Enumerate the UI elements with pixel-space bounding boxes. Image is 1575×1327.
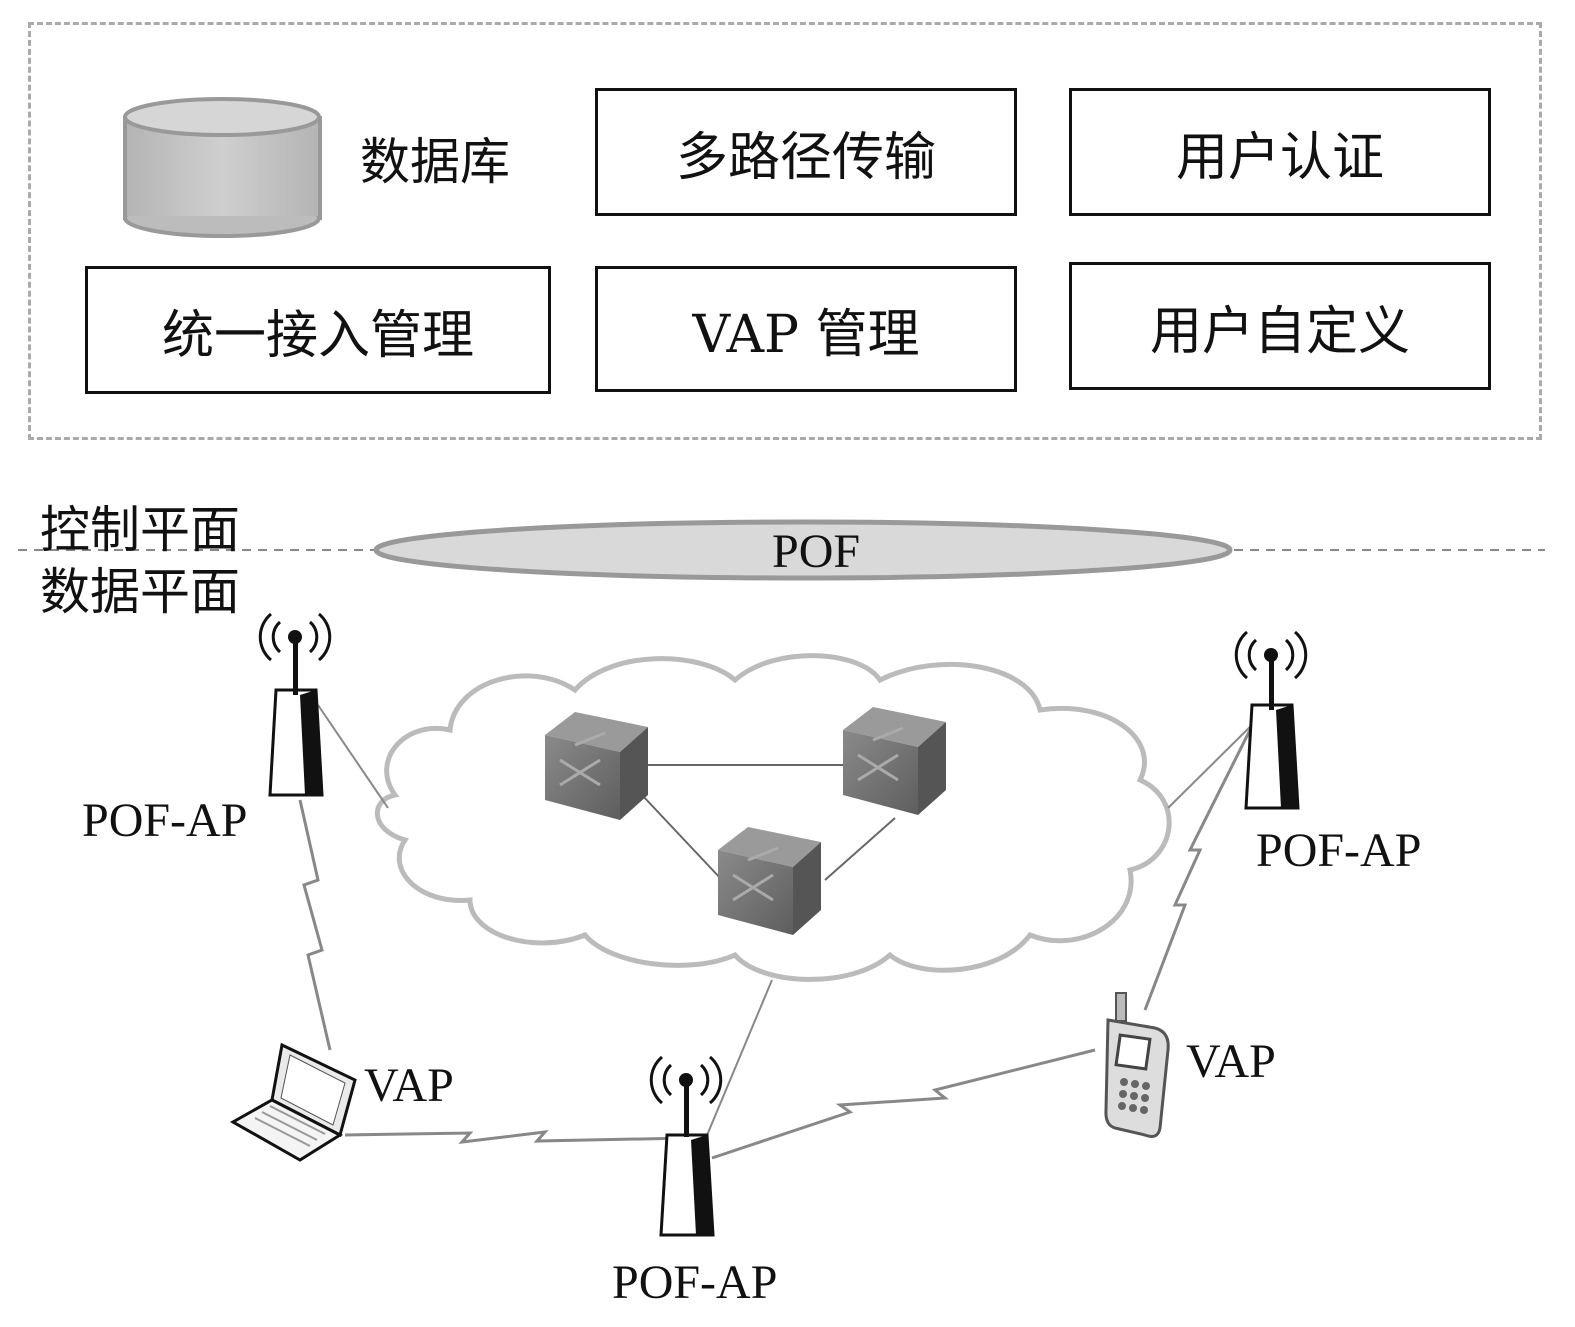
mobile-phone-icon <box>1104 992 1170 1138</box>
control-plane-frame <box>28 22 1542 440</box>
vap-laptop-label: VAP <box>364 1059 454 1112</box>
ap-left-label: POF-AP <box>82 794 248 847</box>
switch-icon <box>843 707 946 815</box>
vap-phone-label: VAP <box>1186 1035 1276 1088</box>
ap-cloud-links <box>317 704 1263 1141</box>
switch-links <box>641 764 896 881</box>
unified-access-module: 统一接入管理 <box>85 266 551 394</box>
access-point-icon <box>258 612 332 797</box>
user-defined-module: 用户自定义 <box>1069 262 1491 390</box>
database-icon <box>123 97 322 238</box>
access-point-icon <box>649 1055 723 1237</box>
database-label: 数据库 <box>360 133 510 191</box>
pof-label: POF <box>772 525 861 578</box>
multipath-module: 多路径传输 <box>595 88 1017 216</box>
laptop-icon <box>229 1042 357 1162</box>
ap-right-label: POF-AP <box>1256 824 1422 877</box>
network-cloud <box>375 653 1172 982</box>
data-plane-label: 数据平面 <box>40 563 240 621</box>
access-point-icon <box>1234 630 1308 810</box>
control-plane-label: 控制平面 <box>40 501 240 559</box>
ap-bottom-label: POF-AP <box>612 1256 778 1309</box>
auth-module: 用户认证 <box>1069 88 1491 216</box>
switch-icon <box>545 712 648 820</box>
vap-mgmt-module: VAP 管理 <box>595 266 1017 392</box>
wireless-links <box>298 719 1257 1160</box>
pof-bus <box>373 519 1233 581</box>
switch-icon <box>718 827 821 935</box>
